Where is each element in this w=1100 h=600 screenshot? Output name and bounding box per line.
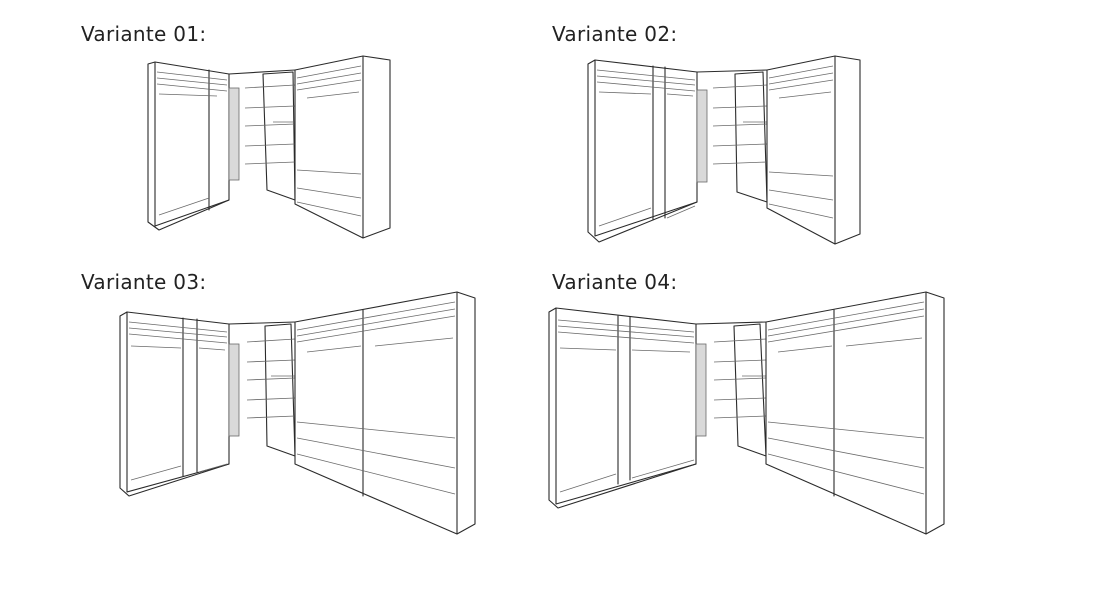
variant-01-wardrobe-drawing (147, 55, 391, 239)
variant-02-wardrobe-drawing (587, 55, 861, 245)
variant-03-label: Variante 03: (81, 270, 207, 294)
variant-03-wardrobe-drawing (119, 291, 476, 535)
variant-02-label: Variante 02: (552, 22, 678, 46)
variant-04-wardrobe-drawing (548, 291, 945, 535)
variant-01-label: Variante 01: (81, 22, 207, 46)
variant-04-label: Variante 04: (552, 270, 678, 294)
